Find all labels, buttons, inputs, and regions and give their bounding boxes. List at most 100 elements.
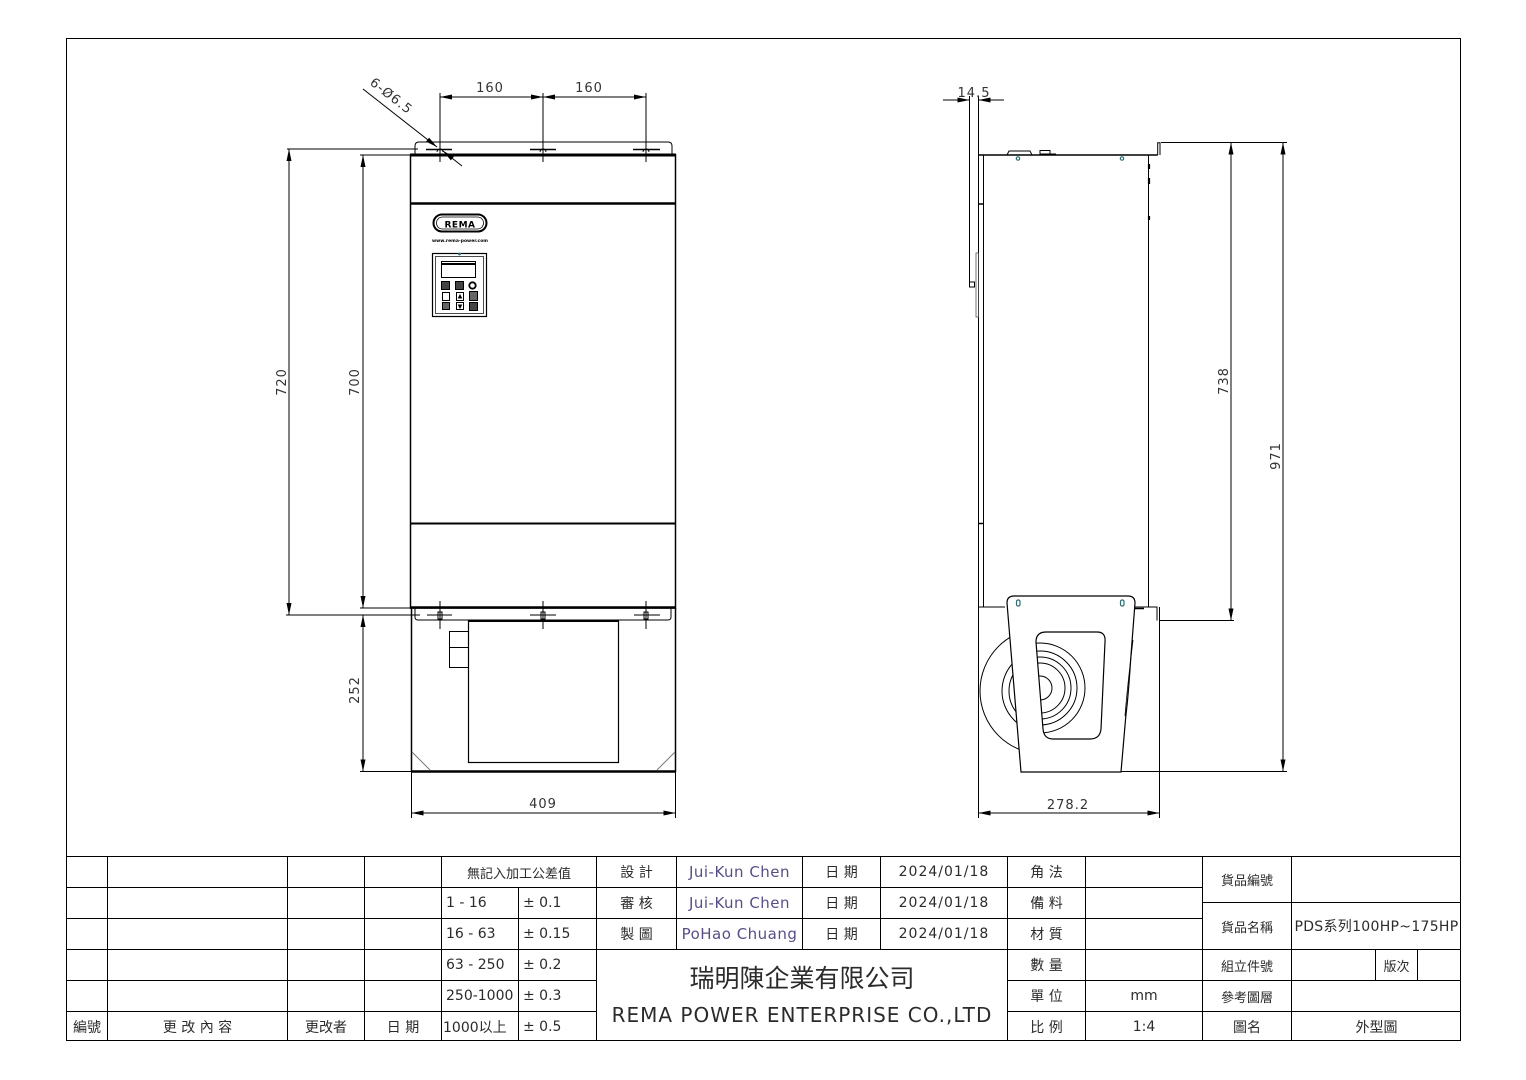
revision-cell-editor <box>287 980 364 1011</box>
screw-icon <box>1015 156 1021 161</box>
spec-label-unit: 單 位 <box>1007 980 1085 1011</box>
arrow-down-icon <box>457 304 463 310</box>
logo-url-text: www.rema-power.com <box>432 238 488 244</box>
dim-hole-spacing-left: 160 <box>476 81 504 96</box>
spec-value-unit: mm <box>1085 980 1202 1011</box>
dim-hole-callout: 6-Ø6.5 <box>367 75 416 118</box>
revision-cell-content <box>107 949 287 980</box>
tolerance-value: ± 0.1 <box>518 887 596 918</box>
revision-cell-date <box>364 980 441 1011</box>
approval-date-label: 日 期 <box>802 856 880 887</box>
revision-cell-date <box>364 918 441 949</box>
revision-header-editor: 更改者 <box>287 1011 364 1041</box>
dim-body-height: 700 <box>348 368 363 396</box>
approval-date-label: 日 期 <box>802 918 880 949</box>
revision-header-no: 編號 <box>66 1011 107 1041</box>
tolerance-value: ± 0.2 <box>518 949 596 980</box>
dim-overall-height: 720 <box>275 368 290 396</box>
revision-header-content: 更 改 內 容 <box>107 1011 287 1041</box>
revision-cell-date <box>364 856 441 887</box>
company-block: 瑞明陳企業有限公司 REMA POWER ENTERPRISE CO.,LTD <box>596 949 1007 1041</box>
revision-value <box>1417 949 1461 980</box>
company-name-en: REMA POWER ENTERPRISE CO.,LTD <box>611 1002 993 1027</box>
drawing-name-label: 圖名 <box>1202 1011 1291 1041</box>
approval-name-design: Jui-Kun Chen <box>676 856 802 887</box>
revision-cell-editor <box>287 949 364 980</box>
approval-date-label: 日 期 <box>802 887 880 918</box>
tolerance-range: 1 - 16 <box>441 887 518 918</box>
revision-cell-content <box>107 918 287 949</box>
connector <box>969 281 975 288</box>
keypad-panel <box>431 252 488 318</box>
logo-brand-text: REMA <box>445 221 476 231</box>
tolerance-value: ± 0.15 <box>518 918 596 949</box>
front-view-dimension-labels: 160 160 6-Ø6.5 720 700 252 409 <box>275 75 603 812</box>
spec-label-material: 材 質 <box>1007 918 1085 949</box>
spec-value-scale: 1:4 <box>1085 1011 1202 1041</box>
terminal-box <box>449 631 469 648</box>
spec-value-stock <box>1085 887 1202 918</box>
revision-cell-no <box>66 887 107 918</box>
revision-cell-content <box>107 887 287 918</box>
approval-role-design: 設 計 <box>596 856 676 887</box>
spec-label-scale: 比 例 <box>1007 1011 1085 1041</box>
revision-cell-editor <box>287 887 364 918</box>
fan-cover <box>467 620 620 764</box>
product-part-no-label: 貨品編號 <box>1202 856 1291 902</box>
revision-cell-no <box>66 918 107 949</box>
revision-cell-no <box>66 980 107 1011</box>
revision-cell-content <box>107 980 287 1011</box>
revision-cell-editor <box>287 856 364 887</box>
screw-icon <box>1119 156 1125 161</box>
revision-cell-content <box>107 856 287 887</box>
sheet-border <box>66 38 1461 1041</box>
approval-date-review: 2024/01/18 <box>880 887 1007 918</box>
spec-value-material <box>1085 918 1202 949</box>
tolerance-value: ± 0.5 <box>518 1011 596 1041</box>
tolerance-range: 63 - 250 <box>441 949 518 980</box>
dim-depth: 278.2 <box>1047 798 1089 813</box>
spec-value-projection <box>1085 856 1202 887</box>
rema-logo: REMA www.rema-power.com <box>432 213 488 244</box>
dim-hole-spacing-right: 160 <box>575 81 603 96</box>
drawing-name-value: 外型圖 <box>1291 1011 1461 1041</box>
dim-side-overall-height: 971 <box>1269 442 1284 470</box>
dim-flange-thickness: 14.5 <box>958 86 991 101</box>
reference-layer-value <box>1291 980 1461 1011</box>
arrow-up-icon <box>457 293 463 299</box>
approval-date-drafting: 2024/01/18 <box>880 918 1007 949</box>
side-view-dimension-labels: 14.5 738 971 278.2 <box>958 86 1284 813</box>
front-view: REMA www.rema-power.com <box>409 141 677 773</box>
spec-label-projection: 角 法 <box>1007 856 1085 887</box>
revision-cell-no <box>66 949 107 980</box>
assembly-no-value <box>1291 949 1375 980</box>
tolerance-value: ± 0.3 <box>518 980 596 1011</box>
spec-label-quantity: 數 量 <box>1007 949 1085 980</box>
tolerance-title: 無記入加工公差值 <box>441 856 596 887</box>
rear-top-flange <box>1157 142 1161 155</box>
product-part-no-value <box>1291 856 1461 902</box>
front-view-dimensions <box>286 88 676 818</box>
revision-cell-date <box>364 887 441 918</box>
dim-width: 409 <box>529 797 557 812</box>
dim-side-body-height: 738 <box>1217 367 1232 395</box>
product-name-value: PDS系列100HP~175HP <box>1291 902 1461 949</box>
side-view <box>969 96 1161 818</box>
revision-cell-date <box>364 949 441 980</box>
side-view-dimensions <box>943 97 1287 816</box>
tolerance-range: 1000以上 <box>441 1011 518 1041</box>
approval-name-drafting: PoHao Chuang <box>676 918 802 949</box>
hole-callout-leader <box>362 88 438 148</box>
revision-label: 版次 <box>1375 949 1417 980</box>
tolerance-range: 250-1000 <box>441 980 518 1011</box>
bottom-mounting-holes <box>427 601 660 629</box>
spec-label-stock: 備 料 <box>1007 887 1085 918</box>
spec-value-quantity <box>1085 949 1202 980</box>
revision-cell-no <box>66 856 107 887</box>
approval-role-drafting: 製 圖 <box>596 918 676 949</box>
company-name-zh: 瑞明陳企業有限公司 <box>689 963 915 993</box>
keypad-display <box>441 261 476 278</box>
approval-date-design: 2024/01/18 <box>880 856 1007 887</box>
